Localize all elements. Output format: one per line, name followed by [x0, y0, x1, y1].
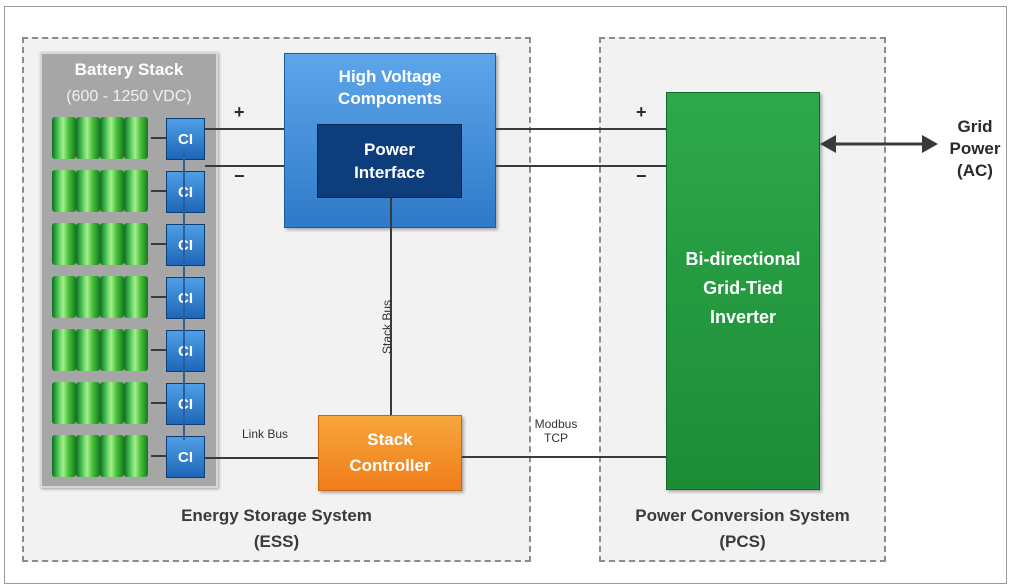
battery-cell [124, 223, 148, 265]
stack-bus-line [390, 198, 392, 415]
ci-module: CI [166, 277, 205, 319]
stack-controller-line1: Stack [367, 430, 413, 449]
ess-label: Energy Storage System (ESS) [22, 503, 531, 555]
pcs-name: Power Conversion System [635, 506, 850, 525]
modbus-line2: TCP [544, 431, 568, 445]
cell-ci-connector [151, 349, 166, 351]
grid-line1: Grid [957, 117, 993, 136]
inverter-label: Bi-directional Grid-Tied Inverter [666, 245, 820, 332]
ci-module: CI [166, 436, 205, 478]
battery-cell-group [52, 276, 150, 318]
high-voltage-title: High Voltage Components [284, 66, 496, 110]
ess-name: Energy Storage System [181, 506, 372, 525]
modbus-label: Modbus TCP [520, 417, 592, 445]
battery-cell [124, 382, 148, 424]
battery-cell [100, 382, 124, 424]
power-interface-line2: Interface [354, 163, 425, 182]
stack-controller-line2: Controller [349, 456, 431, 475]
battery-cell [52, 117, 76, 159]
inverter-line3: Inverter [709, 307, 777, 327]
inverter-box [666, 92, 820, 490]
battery-cell [124, 329, 148, 371]
battery-cell [100, 170, 124, 212]
dc-positive-wire-right [496, 128, 666, 130]
battery-cell [100, 276, 124, 318]
dc-negative-wire-right [496, 165, 666, 167]
cell-ci-connector [151, 137, 166, 139]
battery-cell [76, 276, 100, 318]
battery-cell-group [52, 170, 150, 212]
grid-double-arrow [820, 135, 938, 153]
minus-sign-left: − [234, 166, 245, 186]
battery-cell [124, 276, 148, 318]
cell-ci-connector [151, 296, 166, 298]
grid-line2: Power [949, 139, 1001, 158]
battery-cell [52, 382, 76, 424]
battery-cell-group [52, 382, 150, 424]
battery-cell [52, 276, 76, 318]
battery-cell [100, 223, 124, 265]
pcs-label: Power Conversion System (PCS) [599, 503, 886, 555]
battery-cell [76, 435, 100, 477]
battery-cell-group [52, 329, 150, 371]
battery-stack-voltage: (600 - 1250 VDC) [66, 88, 192, 105]
battery-cell [124, 170, 148, 212]
battery-cell-group [52, 117, 150, 159]
battery-cell [52, 435, 76, 477]
battery-cell [100, 435, 124, 477]
battery-cell [76, 170, 100, 212]
dc-negative-wire-left [205, 165, 284, 167]
plus-sign-right: + [636, 102, 647, 122]
battery-cell [124, 435, 148, 477]
ess-abbr: (ESS) [253, 532, 300, 551]
battery-stack-title: Battery Stack [74, 60, 184, 79]
battery-cell [100, 117, 124, 159]
battery-cell [76, 223, 100, 265]
power-interface-box: Power Interface [317, 124, 462, 198]
power-interface-line1: Power [363, 140, 416, 159]
link-bus-line [205, 457, 318, 459]
battery-cell [124, 117, 148, 159]
link-bus-label: Link Bus [242, 427, 289, 441]
battery-cell-group [52, 435, 150, 477]
battery-cell [76, 329, 100, 371]
battery-cell [52, 223, 76, 265]
ci-module: CI [166, 330, 205, 372]
plus-sign-left: + [234, 102, 245, 122]
modbus-line [462, 456, 666, 458]
stack-controller-box: Stack Controller [318, 415, 462, 491]
grid-line3: (AC) [957, 161, 993, 180]
ci-module: CI [166, 383, 205, 425]
ci-chain-line [183, 150, 185, 440]
ci-module: CI [166, 118, 205, 160]
pcs-abbr: (PCS) [719, 532, 766, 551]
ci-module: CI [166, 224, 205, 266]
battery-cell [52, 329, 76, 371]
minus-sign-right: − [636, 166, 647, 186]
cell-ci-connector [151, 402, 166, 404]
grid-power-label: Grid Power (AC) [935, 116, 1013, 182]
hv-title-line1: High Voltage [338, 67, 442, 86]
battery-cell [76, 117, 100, 159]
cell-ci-connector [151, 243, 166, 245]
cell-ci-connector [151, 190, 166, 192]
cell-ci-connector [151, 455, 166, 457]
ci-module: CI [166, 171, 205, 213]
stack-bus-label: Stack Bus [380, 299, 394, 355]
modbus-line1: Modbus [534, 417, 578, 431]
battery-cell [100, 329, 124, 371]
hv-title-line2: Components [338, 89, 442, 108]
battery-cell [76, 382, 100, 424]
battery-cell-group [52, 223, 150, 265]
battery-cell [52, 170, 76, 212]
inverter-line2: Grid-Tied [703, 278, 783, 298]
inverter-line1: Bi-directional [685, 249, 801, 269]
dc-positive-wire-left [205, 128, 284, 130]
